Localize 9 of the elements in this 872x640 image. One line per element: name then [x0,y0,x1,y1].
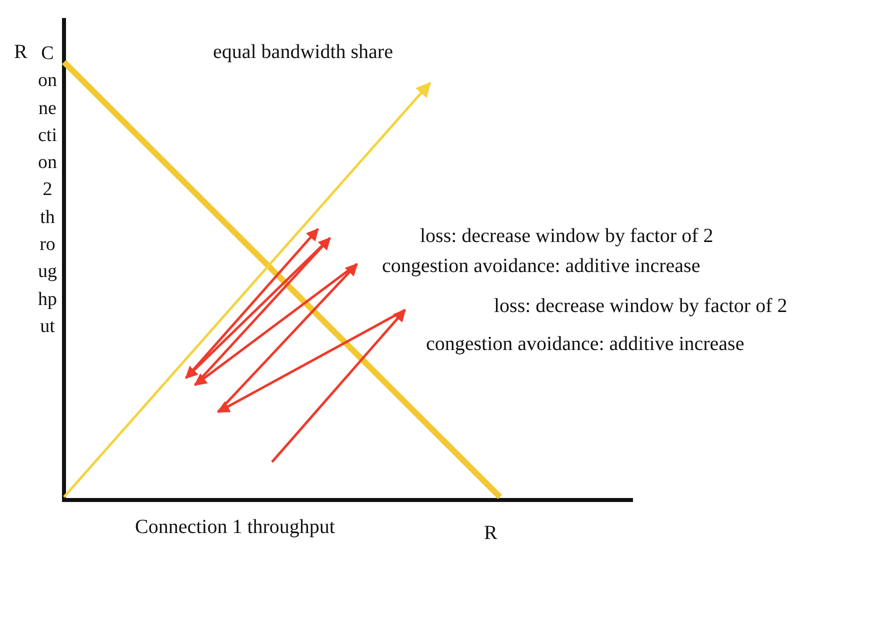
annotation: congestion avoidance: additive increase [382,254,700,278]
axis-max-label: R [14,40,28,64]
annotation: loss: decrease window by factor of 2 [420,224,714,248]
axis-max-label: R [484,521,498,545]
y-axis-title: Connection 2 throughput [38,42,57,339]
annotation: congestion avoidance: additive increase [426,332,744,356]
x-axis-title: Connection 1 throughput [135,515,335,539]
annotation: loss: decrease window by factor of 2 [494,294,788,318]
line-label: equal bandwidth share [213,40,393,64]
